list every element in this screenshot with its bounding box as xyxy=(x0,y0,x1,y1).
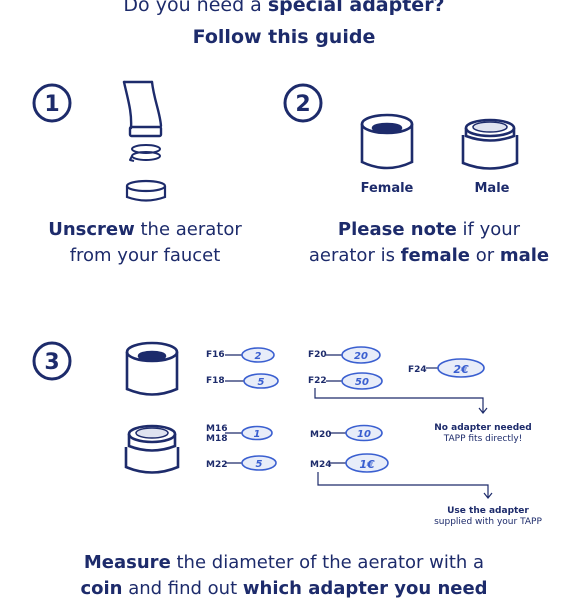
female-label: Female xyxy=(360,181,414,196)
coin-1-cent: 1 xyxy=(225,425,273,441)
footer-line-2: coin and find out which adapter you need xyxy=(0,576,568,602)
coin-5-cent: 5 xyxy=(225,373,279,389)
step-1-caption-bold: Unscrew xyxy=(48,219,135,240)
male-aerator-icon xyxy=(461,118,519,170)
coin-20-cent: 20 xyxy=(326,346,381,364)
rotate-arrow-icon xyxy=(129,144,161,162)
size-code-m24: M24 xyxy=(310,460,331,470)
coin-50-cent-label: 50 xyxy=(355,377,369,388)
coin-10-cent-label: 10 xyxy=(357,429,371,440)
step-2-badge: 2 xyxy=(283,83,323,123)
step-1-caption-rest: the aerator xyxy=(134,219,242,240)
size-code-f16: F16 xyxy=(206,350,225,360)
coin-20-cent-label: 20 xyxy=(354,351,368,362)
male-aerator-large-icon xyxy=(124,424,180,474)
coin-1-euro-label: 1€ xyxy=(359,458,375,471)
aerator-small-icon xyxy=(125,179,167,202)
step-1-caption-line-2: from your faucet xyxy=(69,245,221,266)
footer-coin-bold: coin xyxy=(80,578,123,599)
coin-5-cent-label: 5 xyxy=(258,377,265,388)
footer-line-1-bold: Measure xyxy=(83,552,171,573)
step-2-caption-line-2: aerator is xyxy=(308,245,401,266)
coin-5-cent-b: 5 xyxy=(225,455,277,471)
faucet-icon xyxy=(122,80,163,138)
coin-10-cent: 10 xyxy=(329,424,383,442)
size-code-m22: M22 xyxy=(206,460,227,470)
size-code-m18: M18 xyxy=(206,434,227,444)
size-code-m20: M20 xyxy=(310,430,331,440)
coin-2-cent: 2 xyxy=(225,347,275,363)
use-adapter-note: Use the adapter supplied with your TAPP xyxy=(418,506,558,528)
header-line-1: Do you need a special adapter? xyxy=(0,0,568,16)
female-aerator-large-icon xyxy=(125,341,179,396)
header-line-1-text: Do you need a xyxy=(123,0,268,16)
use-adapter-title: Use the adapter xyxy=(447,506,529,516)
step-2-caption-bold: Please note xyxy=(337,219,457,240)
step-1-caption: Unscrew the aerator from your faucet xyxy=(30,217,260,269)
step-3-number: 3 xyxy=(44,350,59,375)
step-2-caption-male: male xyxy=(499,245,550,266)
step-2-number: 2 xyxy=(295,92,310,117)
coin-50-cent: 50 xyxy=(326,372,383,390)
no-adapter-title: No adapter needed xyxy=(434,423,532,433)
coin-2-cent-label: 2 xyxy=(255,351,262,362)
female-aerator-icon xyxy=(360,113,414,170)
coin-1-euro: 1€ xyxy=(329,453,389,473)
header-line-2-text: Follow this guide xyxy=(192,26,376,48)
header-line-1-bold: special adapter? xyxy=(267,0,445,16)
size-code-f22: F22 xyxy=(308,376,327,386)
male-label: Male xyxy=(474,181,510,196)
coin-2-euro: 2€ xyxy=(426,358,485,378)
step-1-number: 1 xyxy=(44,92,59,117)
step-2-caption-rest: if your xyxy=(456,219,521,240)
step-3-badge: 3 xyxy=(32,341,72,381)
use-adapter-connector xyxy=(317,472,493,499)
header-line-2: Follow this guide xyxy=(0,26,568,48)
no-adapter-note: No adapter needed TAPP fits directly! xyxy=(420,423,546,445)
step-1-badge: 1 xyxy=(32,83,72,123)
step-2-caption-female: female xyxy=(400,245,470,266)
size-code-f20: F20 xyxy=(308,350,327,360)
no-adapter-detail: TAPP fits directly! xyxy=(443,434,523,444)
footer-adapter-bold: which adapter you need xyxy=(242,578,488,599)
footer-line-1-rest: the diameter of the aerator with a xyxy=(170,552,485,573)
use-adapter-detail: supplied with your TAPP xyxy=(434,517,542,527)
size-code-f18: F18 xyxy=(206,376,225,386)
coin-1-cent-label: 1 xyxy=(254,429,261,440)
footer-line-1: Measure the diameter of the aerator with… xyxy=(0,550,568,576)
step-2-caption-or: or xyxy=(470,245,500,266)
coin-2-euro-label: 2€ xyxy=(453,363,469,376)
size-code-m16: M16 xyxy=(206,424,227,434)
step-2-caption: Please note if your aerator is female or… xyxy=(298,217,560,269)
size-code-f24: F24 xyxy=(408,365,427,375)
coin-5-cent-b-label: 5 xyxy=(256,459,263,470)
footer-line-2-mid: and find out xyxy=(122,578,243,599)
no-adapter-connector xyxy=(314,388,488,414)
